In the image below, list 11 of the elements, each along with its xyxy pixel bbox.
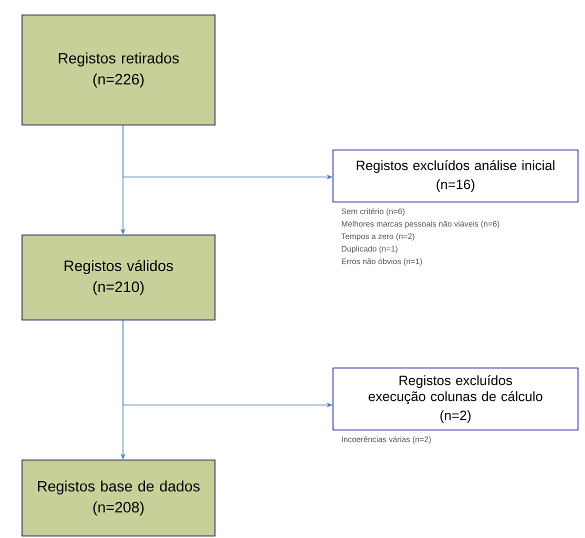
process-box: Registos base de dados (n=208) — [22, 460, 216, 536]
process-box: Registos retirados (n=226) — [22, 14, 216, 126]
note-text: Incoerências várias (n=2) — [342, 436, 431, 444]
process-box: Registos válidos (n=210) — [22, 234, 216, 320]
note-text: Melhores marcas pessoais não viáveis (n=6) — [342, 220, 500, 228]
exclusion-box: Registos excluídos execução colunas de cálculo (n=2) — [332, 368, 578, 430]
note-text: Duplicado (n=1) — [342, 246, 398, 254]
note-text: Erros não óbvios (n=1) — [342, 258, 422, 266]
exclusion-box: Registos excluídos análise inicial (n=16) — [332, 150, 578, 202]
note-text: Tempos a zero (n=2) — [341, 233, 414, 241]
note-text: Sem critério (n=6) — [342, 208, 404, 216]
